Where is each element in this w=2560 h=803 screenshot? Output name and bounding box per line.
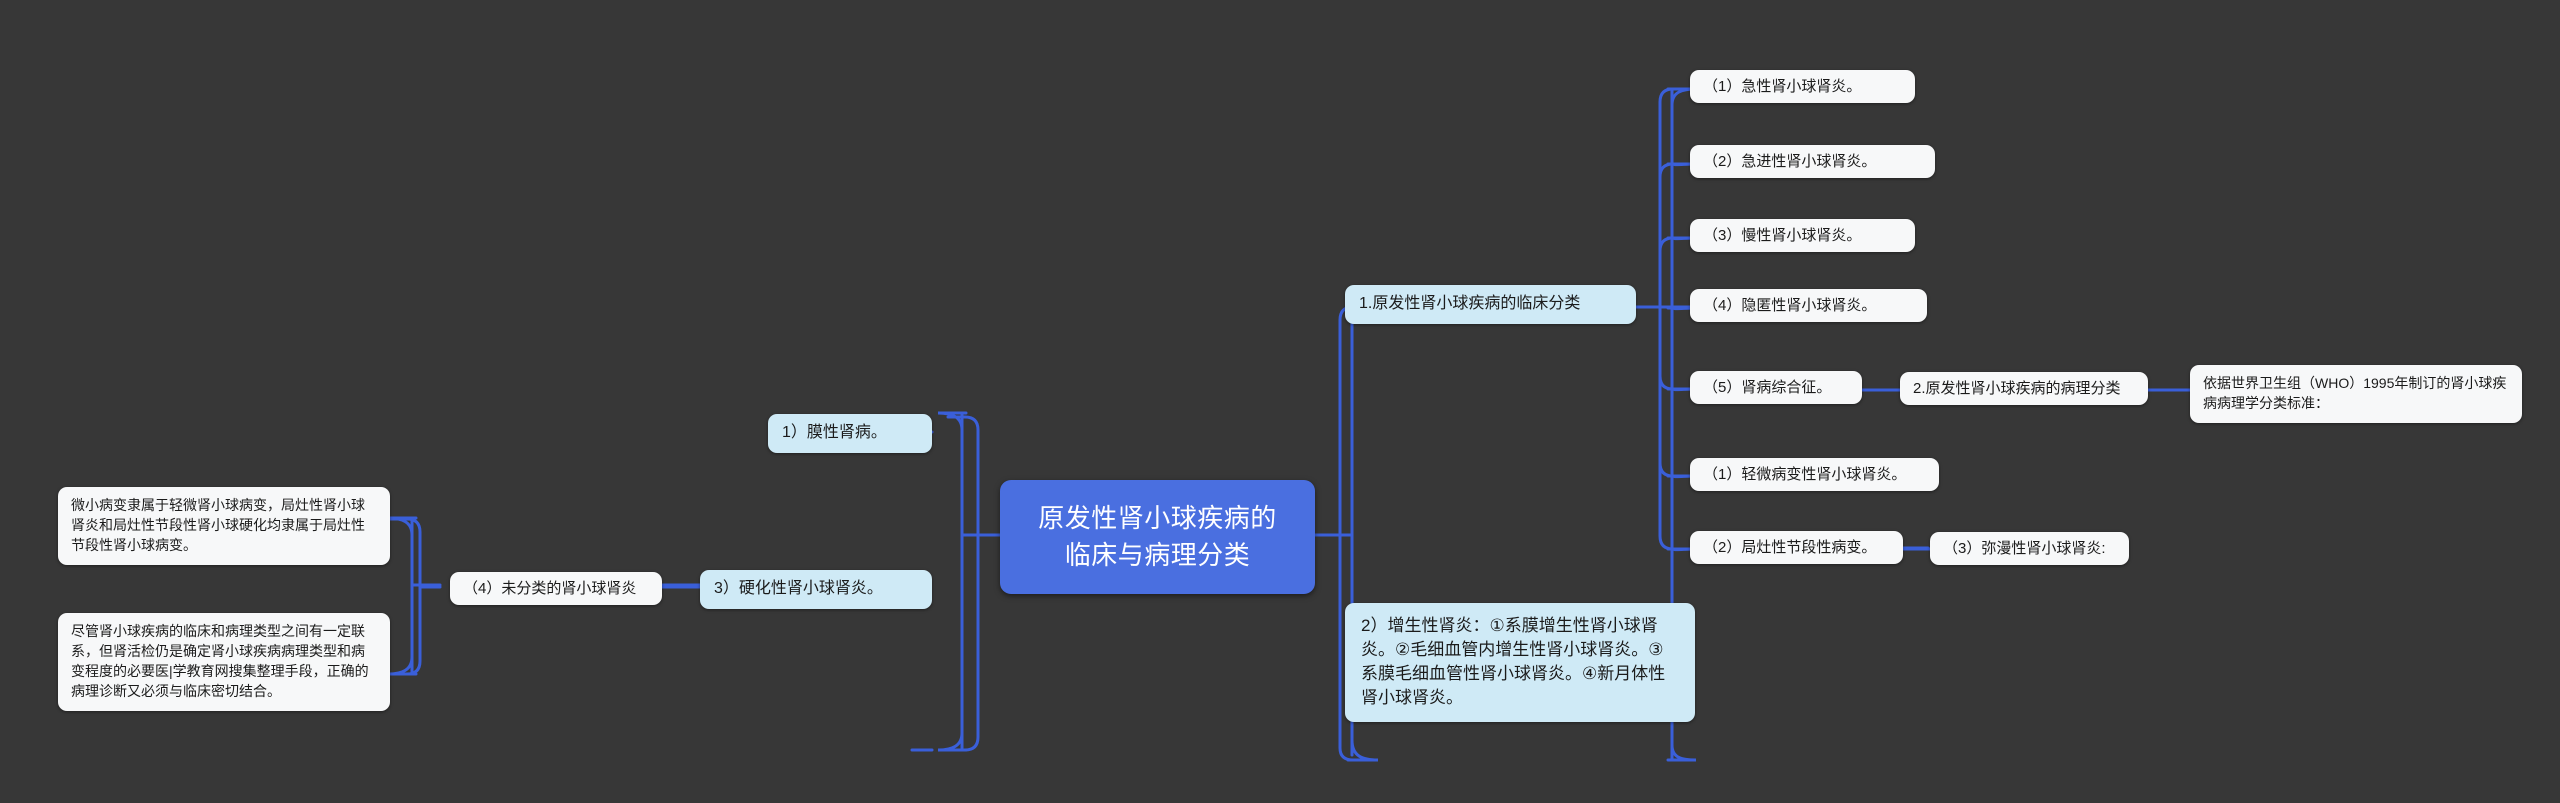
clinical-item-3[interactable]: （3）慢性肾小球肾炎。 (1690, 219, 1915, 253)
pathology-item-1[interactable]: （1）轻微病变性肾小球肾炎。 (1690, 458, 1939, 492)
root-node[interactable]: 原发性肾小球疾病的临床与病理分类 (1000, 480, 1315, 594)
pathology-item-4-unclassified[interactable]: （4）未分类的肾小球肾炎 (450, 572, 662, 606)
diffuse-sub-1-membranous[interactable]: 1）膜性肾病。 (768, 414, 932, 453)
pathology-classification-node[interactable]: 2.原发性肾小球疾病的病理分类 (1900, 372, 2148, 406)
clinical-item-5[interactable]: （5）肾病综合征。 (1690, 371, 1862, 405)
diffuse-sub-3-sclerosing[interactable]: 3）硬化性肾小球肾炎。 (700, 570, 932, 609)
pathology-diffuse-node[interactable]: （3）弥漫性肾小球肾炎: (1930, 532, 2129, 566)
note-minimal-change[interactable]: 微小病变隶属于轻微肾小球病变，局灶性肾小球肾炎和局灶性节段性肾小球硬化均隶属于局… (58, 487, 390, 565)
note-biopsy-importance[interactable]: 尽管肾小球疾病的临床和病理类型之间有一定联系，但肾活检仍是确定肾小球疾病病理类型… (58, 613, 390, 711)
diffuse-sub-2-proliferative[interactable]: 2）增生性肾炎：①系膜增生性肾小球肾炎。②毛细血管内增生性肾小球肾炎。③系膜毛细… (1345, 603, 1695, 722)
clinical-item-4[interactable]: （4）隐匿性肾小球肾炎。 (1690, 289, 1927, 323)
clinical-classification-node[interactable]: 1.原发性肾小球疾病的临床分类 (1345, 285, 1636, 324)
who-standard-node[interactable]: 依据世界卫生组（WHO）1995年制订的肾小球疾病病理学分类标准： (2190, 365, 2522, 423)
pathology-item-2[interactable]: （2）局灶性节段性病变。 (1690, 531, 1903, 565)
clinical-item-1[interactable]: （1）急性肾小球肾炎。 (1690, 70, 1915, 104)
clinical-item-2[interactable]: （2）急进性肾小球肾炎。 (1690, 145, 1935, 179)
